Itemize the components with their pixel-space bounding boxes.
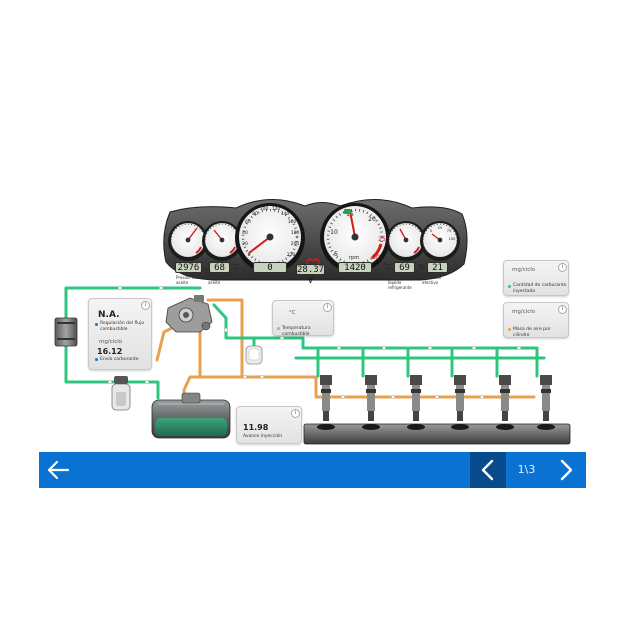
injector <box>362 375 380 430</box>
svg-text:140: 140 <box>281 211 290 217</box>
info-icon[interactable]: i <box>558 263 567 272</box>
svg-text:80: 80 <box>252 211 258 217</box>
injector <box>317 375 335 430</box>
injector <box>407 375 425 430</box>
bottom-nav-bar: 1\3 <box>39 452 586 488</box>
oil-temp-unit: °C <box>231 263 240 271</box>
next-page-button[interactable] <box>547 452 586 488</box>
status-dot <box>95 323 98 326</box>
air-mass-label: Masa de aire por cilindro <box>513 327 551 338</box>
battery-voltage-unit: V <box>307 276 314 286</box>
injection-advance-value: 11.98 <box>243 423 269 432</box>
injected-fuel-label: Cantidad de carburante inyectado <box>513 283 567 294</box>
rpm-readout: 1420 <box>338 262 372 273</box>
page-indicator: 1\3 <box>517 463 536 476</box>
svg-text:40: 40 <box>242 230 248 236</box>
status-dot <box>508 328 511 331</box>
fuel-filter <box>54 317 78 347</box>
info-icon[interactable]: i <box>291 409 300 418</box>
cluster-housing <box>163 198 468 281</box>
status-dot <box>277 327 280 330</box>
svg-text:100: 100 <box>260 206 269 212</box>
chevron-left-icon <box>481 459 494 481</box>
svg-text:120: 120 <box>272 206 281 212</box>
speed-readout: 0 <box>253 262 287 273</box>
engine-torque-readout: 21 <box>427 262 448 273</box>
coolant-temp-caption: Temperatura líquido refrigerante <box>388 275 414 290</box>
coolant-temp-readout: 69 <box>394 262 415 273</box>
svg-text:30: 30 <box>372 254 380 261</box>
fuel-flow-card[interactable]: i N.A. Regulación del flujo combustible … <box>88 298 152 370</box>
fuel-temp-unit: °C <box>289 310 296 316</box>
battery-voltage-readout: 28.37 V <box>296 264 325 286</box>
svg-text:0: 0 <box>430 229 432 233</box>
fuel-flow-label: Regulación del flujo combustible <box>100 321 145 332</box>
fuel-tank <box>151 392 231 439</box>
injected-fuel-card[interactable]: i mg/ciclo Cantidad de carburante inyect… <box>503 260 569 296</box>
svg-text:180: 180 <box>291 230 300 236</box>
rpm-unit: rpm <box>349 255 360 261</box>
fuel-flow-unit: mg/ciclo <box>99 339 123 345</box>
svg-text:60: 60 <box>245 219 251 225</box>
injection-advance-label: Avance inyección <box>243 434 283 439</box>
info-icon[interactable]: i <box>323 303 332 312</box>
oil-temp-readout: 68 <box>209 262 230 273</box>
svg-text:20: 20 <box>242 241 248 247</box>
svg-text:100: 100 <box>449 237 456 241</box>
coolant-temp-gauge <box>386 221 426 261</box>
engine-head <box>303 423 571 445</box>
svg-text:25: 25 <box>378 236 386 243</box>
oil-temp-gauge <box>202 221 242 261</box>
svg-text:20: 20 <box>368 216 376 223</box>
svg-text:0: 0 <box>248 252 251 258</box>
arrow-left-icon <box>47 460 70 480</box>
fuel-flow-value: N.A. <box>98 310 120 320</box>
battery-voltage-value: 28.37 <box>297 265 325 275</box>
oil-pressure-gauge <box>168 221 208 261</box>
svg-text:160: 160 <box>288 219 297 225</box>
svg-text:5: 5 <box>334 251 338 258</box>
injected-fuel-unit: mg/ciclo <box>512 267 536 273</box>
chevron-right-icon <box>560 459 573 481</box>
status-dot <box>508 285 511 288</box>
air-mass-card[interactable]: i mg/ciclo Masa de aire por cilindro <box>503 302 569 338</box>
injection-advance-card[interactable]: i 11.98 Avance inyección <box>236 406 302 444</box>
fuel-temp-sensor <box>245 345 263 365</box>
injector <box>451 375 469 430</box>
engine-torque-unit: % <box>418 263 425 271</box>
svg-text:75: 75 <box>447 229 451 233</box>
svg-text:200: 200 <box>291 241 300 247</box>
injector <box>496 375 514 430</box>
fuel-temp-label: Temperatura combustible <box>282 326 311 337</box>
engine-torque-gauge: 0 25 75 100 <box>420 221 460 261</box>
svg-text:220: 220 <box>287 252 296 258</box>
hand-primer-pump <box>111 376 131 411</box>
oil-temp-caption: Temperatura del aceite <box>208 275 241 285</box>
envio-carburante-value: 16.12 <box>97 347 123 356</box>
svg-text:10: 10 <box>330 229 338 236</box>
injector <box>537 375 555 430</box>
info-icon[interactable]: i <box>558 305 567 314</box>
previous-page-button[interactable] <box>470 452 506 488</box>
envio-carburante-label: Envío carburante <box>100 357 139 362</box>
high-pressure-pump <box>165 295 213 333</box>
fuel-temp-card[interactable]: i °C Temperatura combustible <box>272 300 334 337</box>
air-mass-unit: mg/ciclo <box>512 309 536 315</box>
injectors <box>317 375 555 430</box>
oil-pressure-caption: Presión del aceite <box>176 275 198 285</box>
svg-text:25: 25 <box>438 226 442 230</box>
status-dot <box>95 358 98 361</box>
back-button[interactable] <box>39 452 79 488</box>
info-icon[interactable]: i <box>141 301 150 310</box>
coolant-temp-unit: °C <box>383 263 392 271</box>
oil-pressure-readout: 2976 <box>175 262 202 273</box>
engine-torque-caption: Par motor efectivo <box>422 275 442 285</box>
